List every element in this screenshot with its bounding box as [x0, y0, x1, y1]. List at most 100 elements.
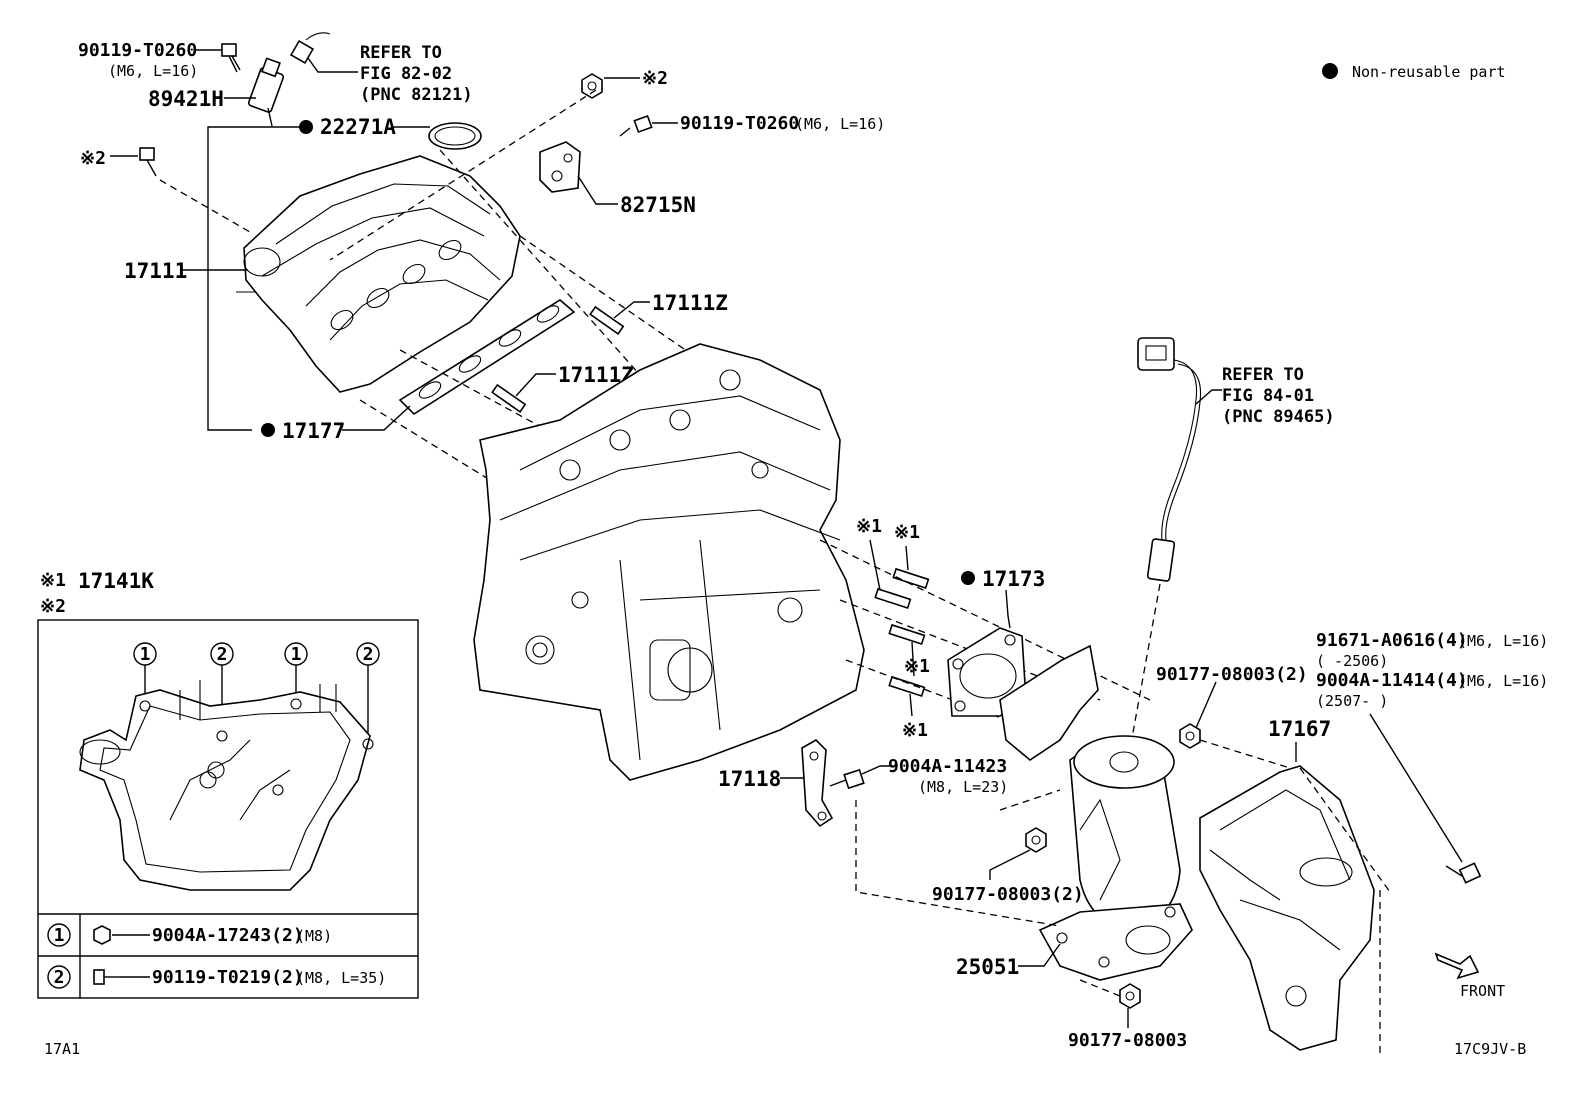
note-1-marker: ※1 [894, 522, 920, 543]
part-number-22271A[interactable]: 22271A [320, 115, 396, 139]
inset-panel-17141k: ※1 17141K ※2 1 2 1 2 [37, 569, 419, 999]
svg-text:2: 2 [363, 644, 374, 665]
stud-icon [491, 383, 527, 413]
part-number-17173[interactable]: 17173 [982, 567, 1045, 591]
front-direction: FRONT [1434, 952, 1505, 1000]
part-number-17111[interactable]: 17111 [124, 259, 187, 283]
part-number-9004A-11414[interactable]: 9004A-11414(4) [1316, 670, 1468, 691]
part-number-17167[interactable]: 17167 [1268, 717, 1331, 741]
stud-icon [888, 675, 926, 698]
bolt-9004a-11423-group: 9004A-11423 (M8, L=23) [829, 756, 1008, 796]
stud-icon [589, 305, 625, 335]
part-range: ( -2506) [1316, 652, 1388, 670]
refer-fig84-line2[interactable]: FIG 84-01 [1222, 386, 1314, 406]
nut-90177-a-group: 90177-08003(2) [1156, 664, 1308, 749]
part-25051-group: 25051 [956, 943, 1061, 979]
svg-text:1: 1 [54, 925, 65, 946]
engine-block [473, 343, 865, 781]
svg-text:2: 2 [217, 644, 228, 665]
legend: Non-reusable part [1322, 63, 1506, 81]
sensor-connector-icon [1137, 337, 1175, 371]
nut-note2-group: ※2 [581, 68, 668, 99]
part-number-90119-T0219[interactable]: 90119-T0219(2) [152, 967, 304, 988]
inset-row-1: 1 9004A-17243(2) (M8) [47, 923, 332, 947]
manifold-port-icon [330, 239, 462, 331]
footer-right-code: 17C9JV-B [1454, 1040, 1526, 1058]
bolt-icon [619, 114, 653, 137]
stud-17111z-b-group: 17111Z [491, 363, 634, 413]
part-number-25051[interactable]: 25051 [956, 955, 1019, 979]
stud-group-note1: ※1 ※1 ※1 ※1 [856, 516, 930, 741]
stud-17111z-a-group: 17111Z [589, 291, 728, 335]
part-number-90119-T0260-a[interactable]: 90119-T0260 [78, 40, 197, 61]
part-spec: (M8) [296, 927, 332, 945]
refer-fig82-line1: REFER TO [360, 43, 442, 63]
part-number-17111Z-a[interactable]: 17111Z [652, 291, 728, 315]
exhaust-manifold-catalyst [999, 644, 1193, 981]
part-number-17118[interactable]: 17118 [718, 767, 781, 791]
bracket-82715n-group: 82715N [539, 141, 696, 217]
note-2-marker: ※2 [642, 68, 668, 89]
inset-frame [37, 619, 419, 999]
part-spec: (M8, L=35) [296, 969, 386, 987]
bolt-note2-left-group: ※2 [80, 147, 251, 233]
connector-icon [289, 32, 331, 65]
non-reusable-dot-icon [261, 423, 275, 437]
non-reusable-dot-icon [299, 120, 313, 134]
nut-90177-b-group: 90177-08003(2) [932, 827, 1084, 905]
bolt-icon [93, 969, 105, 985]
heat-insulator-17167: 17167 [1199, 717, 1375, 1051]
bolt-icon [829, 768, 865, 790]
inset-row-2: 2 90119-T0219(2) (M8, L=35) [47, 965, 386, 989]
bolt-icon [139, 147, 157, 177]
nut-icon [1025, 827, 1047, 853]
refer-fig82-line3: (PNC 82121) [360, 85, 473, 105]
part-number-89421H[interactable]: 89421H [148, 87, 224, 111]
part-spec: (M6, L=16) [795, 115, 885, 133]
bracket-icon [801, 739, 834, 828]
legend-text: Non-reusable part [1352, 63, 1506, 81]
non-reusable-dot-icon [961, 571, 975, 585]
refer-fig84-line1: REFER TO [1222, 365, 1304, 385]
part-number-90119-T0260-b[interactable]: 90119-T0260 [680, 113, 799, 134]
bolt-90119-b-group: 90119-T0260 (M6, L=16) [619, 113, 885, 137]
part-number-17141K[interactable]: 17141K [78, 569, 154, 593]
part-number-17177[interactable]: 17177 [282, 419, 345, 443]
intake-manifold-17111 [236, 155, 521, 393]
intake-gasket-icon [79, 689, 371, 891]
bracket-icon [539, 141, 581, 193]
nut-icon [93, 925, 111, 945]
callout-1-b: 1 [284, 642, 308, 694]
part-spec: (M6, L=16) [1458, 632, 1548, 650]
part-number-91671-A0616[interactable]: 91671-A0616(4) [1316, 630, 1468, 651]
callout-2-b: 2 [356, 642, 380, 742]
stud-icon [888, 623, 926, 646]
note-1-marker: ※1 [904, 656, 930, 677]
refer-fig82-line2[interactable]: FIG 82-02 [360, 64, 452, 84]
nut-icon [1179, 723, 1201, 749]
bolt-icon [221, 43, 241, 73]
note-2-marker: ※2 [80, 148, 106, 169]
note-1-marker: ※1 [856, 516, 882, 537]
non-reusable-dot-icon [1322, 63, 1338, 79]
refer-fig84-line3: (PNC 89465) [1222, 407, 1335, 427]
part-number-90177-08003-b[interactable]: 90177-08003(2) [932, 884, 1084, 905]
part-number-9004A-11423[interactable]: 9004A-11423 [888, 756, 1007, 777]
gasket-17173-group: 17173 [947, 567, 1045, 717]
part-spec: (M8, L=23) [918, 778, 1008, 796]
part-number-82715N[interactable]: 82715N [620, 193, 696, 217]
part-number-90177-08003-a[interactable]: 90177-08003(2) [1156, 664, 1308, 685]
footer-left-code: 17A1 [44, 1040, 80, 1058]
svg-text:1: 1 [140, 644, 151, 665]
svg-text:1: 1 [291, 644, 302, 665]
part-number-9004A-17243[interactable]: 9004A-17243(2) [152, 925, 304, 946]
note-1-marker: ※1 [40, 570, 66, 591]
part-number-90177-08003-c[interactable]: 90177-08003 [1068, 1030, 1187, 1051]
callout-1-a: 1 [133, 642, 157, 696]
stud-icon [874, 587, 912, 610]
gasket-17177-group: 17177 [261, 299, 576, 443]
bracket-17118-group: 17118 [718, 739, 834, 828]
nut-90177-c-group: 90177-08003 [1068, 983, 1187, 1051]
oxygen-sensor-group: REFER TO FIG 84-01 (PNC 89465) [1127, 337, 1335, 761]
